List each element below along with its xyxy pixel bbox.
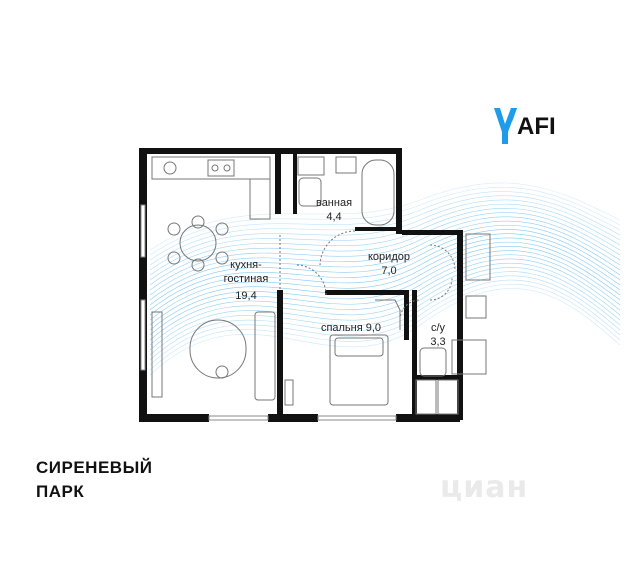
walls <box>139 148 463 422</box>
wave-line <box>149 191 621 261</box>
room-kitchen: кухня- гостиная 19,4 <box>216 258 276 303</box>
brand-logo-text: AFI <box>517 113 556 140</box>
windows <box>140 204 397 421</box>
room-kitchen-area: 19,4 <box>235 290 257 302</box>
afi-logo-mark-icon <box>494 108 517 144</box>
wave-line <box>149 216 621 291</box>
wave-line <box>149 237 621 316</box>
wave-line <box>149 254 621 336</box>
wave-line <box>149 233 621 311</box>
room-corridor-name: коридор <box>368 251 410 263</box>
furniture <box>151 156 491 415</box>
watermark: циан <box>440 470 529 505</box>
project-name: СИРЕНЕВЫЙ ПАРК <box>36 456 152 504</box>
room-kitchen-name2: гостиная <box>223 273 269 285</box>
room-bathroom-name: ванная <box>315 197 353 209</box>
room-kitchen-name1: кухня- <box>230 259 262 271</box>
room-bathroom-area: 4,4 <box>326 211 342 223</box>
wave-line <box>149 250 621 331</box>
wave-line <box>149 212 621 286</box>
wave-line <box>149 182 621 251</box>
wave-line <box>149 199 621 271</box>
wave-line <box>149 241 621 321</box>
room-wc: с/у 3,3 <box>425 321 451 349</box>
room-wc-area: 3,3 <box>430 336 446 348</box>
wave-line <box>149 186 621 256</box>
room-corridor-area: 7,0 <box>381 265 397 277</box>
wave-line <box>149 220 621 296</box>
room-bathroom: ванная 4,4 <box>314 196 354 224</box>
wave-line <box>149 246 621 326</box>
project-name-line1: СИРЕНЕВЫЙ <box>36 458 153 477</box>
room-corridor: коридор 7,0 <box>362 250 416 278</box>
wave-line <box>149 195 621 266</box>
wave-line <box>149 229 621 306</box>
project-name-line2: ПАРК <box>36 482 85 501</box>
wave-line <box>149 203 621 276</box>
room-bedroom-name: спальня 9,0 <box>320 322 382 334</box>
room-bedroom: спальня 9,0 <box>316 321 386 335</box>
wave-line <box>149 224 621 301</box>
room-wc-name: с/у <box>430 322 446 334</box>
